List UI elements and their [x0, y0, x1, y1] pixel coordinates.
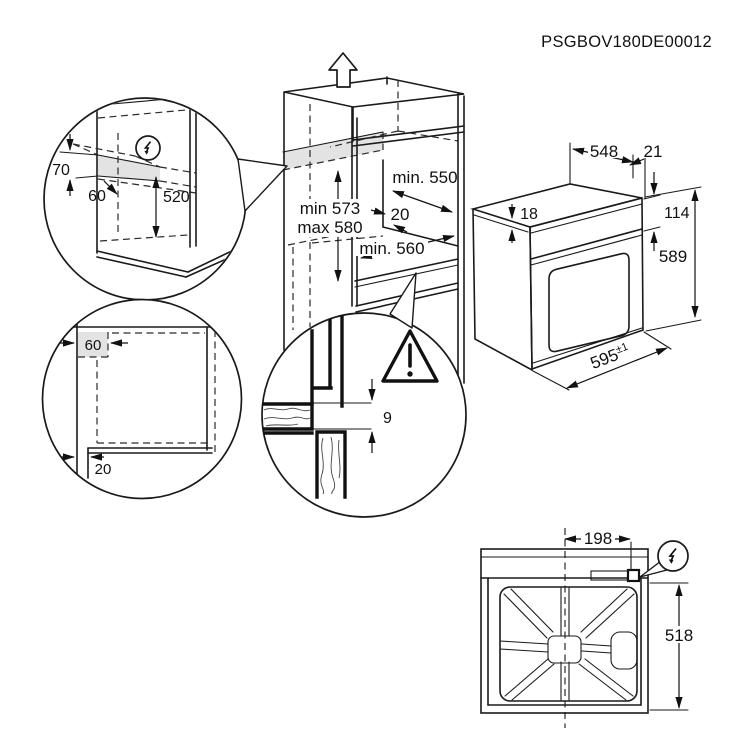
dim-oven-depth: 548	[569, 142, 634, 184]
electrical-hazard-icon	[668, 547, 677, 564]
oven-door-window	[548, 252, 630, 353]
dim-panel-height: 114	[643, 172, 690, 251]
oven-rear-view-drawing: 198 518	[480, 528, 698, 728]
electrical-zone-band	[283, 132, 383, 170]
inner-height-label: 520	[163, 189, 190, 206]
front-gap-label: 9	[383, 410, 392, 427]
corner-cutout-label: 60	[85, 337, 102, 354]
dim-niche-height: min 573 max 580	[291, 170, 369, 282]
niche-height-max-label: max 580	[297, 218, 362, 237]
oven-height-label: 589	[659, 247, 687, 266]
niche-depth-label: min. 550	[392, 168, 457, 187]
dim-zone-offset: 60	[88, 180, 118, 205]
top-inset-label: 18	[520, 206, 538, 223]
corner-cutout-zone	[78, 332, 108, 357]
part-number: PSGBOV180DE00012	[541, 33, 712, 51]
rear-height-label: 518	[665, 626, 693, 645]
oven-depth-label: 548	[590, 142, 618, 161]
tall-cabinet-drawing: min 573 max 580 min. 550 20 min. 560	[282, 76, 465, 384]
dim-rear-height: 518	[649, 582, 698, 711]
detail-front-gap-content: 9	[262, 315, 439, 499]
mains-terminal-box	[626, 568, 641, 583]
bottom-depth-label: min. 560	[359, 239, 424, 258]
dim-rear-gap: 20	[59, 453, 112, 478]
dim-zone-height: 70	[52, 134, 99, 196]
detail-circle-front-gap	[261, 312, 467, 518]
worktop-section	[262, 402, 314, 435]
dim-top-inset: 18	[508, 204, 538, 243]
callout-wedge-front-gap	[389, 272, 417, 329]
dim-shelf-setback: 20	[370, 205, 410, 234]
electrical-zone-icon	[135, 135, 161, 161]
detail-circle-floor-plan	[41, 298, 243, 500]
warning-icon	[381, 329, 439, 383]
rear-gap-label: 20	[95, 461, 112, 478]
dim-niche-depth: min. 550	[392, 168, 458, 213]
dim-inner-height: 520	[152, 176, 190, 238]
niche-height-min-label: min 573	[300, 199, 360, 218]
up-arrow-icon	[328, 52, 358, 88]
panel-height-label: 114	[664, 205, 690, 222]
connection-offset-label: 198	[584, 529, 612, 548]
dim-oven-height: 589	[644, 186, 702, 332]
rear-brace-pattern	[499, 587, 638, 701]
callout-wedge-electrical-zone	[237, 158, 288, 212]
detail-floor-plan-content: 60 20	[49, 315, 217, 479]
dim-bottom-depth: min. 560	[356, 235, 455, 259]
detail-electrical-zone-content: 70 60 520	[52, 99, 243, 278]
detail-circle-electrical-zone	[43, 97, 247, 301]
shelf-setback-label: 20	[391, 205, 410, 224]
dim-front-gap: 9	[368, 379, 392, 453]
oven-isometric-drawing: 548 21 18 114 589	[470, 142, 702, 391]
rear-setback-label: 21	[644, 142, 663, 161]
dim-corner-cutout: 60	[57, 337, 128, 354]
dim-connection-offset: 198	[564, 529, 632, 571]
cabinet-panel-section	[315, 430, 347, 499]
zone-offset-label: 60	[88, 188, 106, 205]
electrical-hazard-callout	[639, 540, 689, 578]
dim-rear-setback: 21	[629, 142, 664, 199]
zone-height-label: 70	[52, 162, 70, 179]
